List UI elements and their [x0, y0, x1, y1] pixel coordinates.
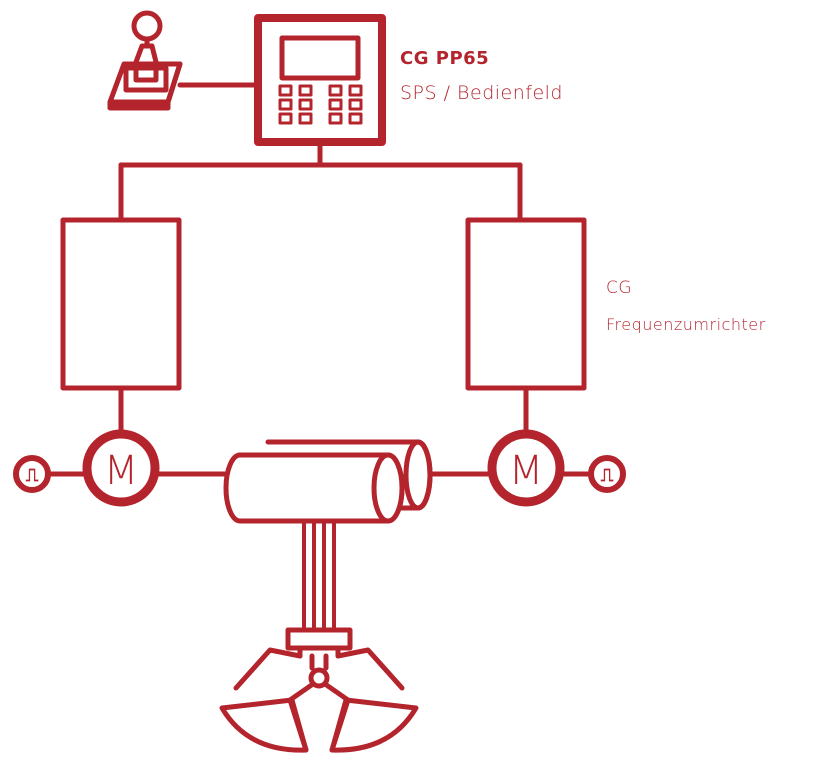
drum-icon: [223, 439, 433, 524]
motor-right-icon: [487, 429, 565, 507]
controller-desc-label: SPS / Bedienfeld: [400, 82, 563, 104]
motor-right-letter: M: [509, 448, 544, 494]
motor-left-icon: [82, 429, 160, 507]
control-panel-icon: [254, 14, 386, 146]
rope-lines: [302, 519, 336, 632]
inverter-desc-label: Frequenzumrichter: [606, 315, 766, 334]
inverter-brand-label: CG: [606, 278, 633, 298]
joystick-icon: [107, 10, 183, 111]
motor-left-letter: M: [104, 448, 139, 494]
controller-model-label: CG PP65: [400, 48, 490, 69]
frequency-inverter-right: [465, 217, 587, 391]
encoder-right-symbol: ⎍: [601, 465, 614, 486]
encoder-left-symbol: ⎍: [26, 465, 39, 486]
frequency-inverter-left: [60, 217, 182, 391]
grab-bucket-icon: [219, 627, 419, 753]
control-bus-lines: [118, 139, 523, 223]
